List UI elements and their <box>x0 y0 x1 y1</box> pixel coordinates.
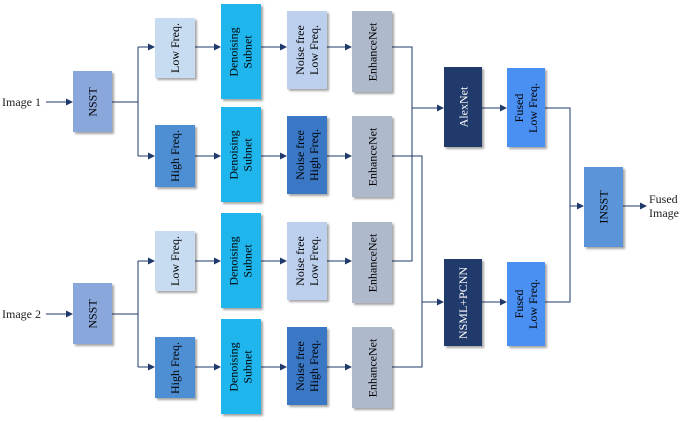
denoising-subnet-label: Denoising Subnet <box>227 235 255 286</box>
image-2-label: Image 2 <box>2 307 41 321</box>
nsst-label: NSST <box>85 298 100 329</box>
enhancenet-box-3: EnhanceNet <box>352 222 392 303</box>
high-freq-box-2: High Freq. <box>155 337 195 398</box>
low-freq-box-2: Low Freq. <box>155 231 195 291</box>
noise-free-low-box-1: Noise free Low Freq. <box>287 11 327 89</box>
fused-low-freq-box-1: Fused Low Freq. <box>507 68 545 147</box>
denoising-subnet-label: Denoising Subnet <box>227 26 255 77</box>
fused-image-label: Fused Image <box>649 192 679 220</box>
fused-low-freq-box-2: Fused Low Freq. <box>507 262 545 346</box>
nsst-box-2: NSST <box>73 283 112 344</box>
low-freq-label: Low Freq. <box>168 236 182 286</box>
low-freq-label: Low Freq. <box>168 23 182 73</box>
enhancenet-label: EnhanceNet <box>365 22 380 81</box>
high-freq-box-1: High Freq. <box>155 125 195 187</box>
denoising-subnet-box-2: Denoising Subnet <box>221 107 261 202</box>
noise-free-high-box-1: Noise free High Freq. <box>287 116 327 194</box>
enhancenet-box-1: EnhanceNet <box>352 11 392 92</box>
insst-label: INSST <box>596 190 611 224</box>
nsml-pcnn-label: NSML+PCNN <box>456 266 470 339</box>
denoising-subnet-box-3: Denoising Subnet <box>221 213 261 308</box>
insst-box: INSST <box>584 167 623 247</box>
noise-free-low-label: Noise free Low Freq. <box>293 236 321 286</box>
denoising-subnet-label: Denoising Subnet <box>227 341 255 392</box>
noise-free-high-label: Noise free High Freq. <box>293 340 321 392</box>
high-freq-label: High Freq. <box>168 130 182 182</box>
enhancenet-label: EnhanceNet <box>365 127 380 186</box>
fused-low-freq-label: Fused Low Freq. <box>512 279 540 329</box>
enhancenet-box-2: EnhanceNet <box>352 116 392 197</box>
low-freq-box-1: Low Freq. <box>155 18 195 78</box>
image-1-label: Image 1 <box>2 95 41 109</box>
enhancenet-box-4: EnhanceNet <box>352 327 392 408</box>
high-freq-label: High Freq. <box>168 341 182 394</box>
enhancenet-label: EnhanceNet <box>365 338 380 397</box>
noise-free-high-box-2: Noise free High Freq. <box>287 327 327 405</box>
denoising-subnet-box-4: Denoising Subnet <box>221 319 261 414</box>
denoising-subnet-box-1: Denoising Subnet <box>221 4 261 99</box>
noise-free-high-label: Noise free High Freq. <box>293 129 321 181</box>
fused-low-freq-label: Fused Low Freq. <box>512 82 540 133</box>
enhancenet-label: EnhanceNet <box>365 233 380 292</box>
noise-free-low-label: Noise free Low Freq. <box>293 25 321 75</box>
denoising-subnet-label: Denoising Subnet <box>227 129 255 180</box>
alexnet-box: AlexNet <box>444 67 482 147</box>
nsst-box-1: NSST <box>73 71 112 132</box>
noise-free-low-box-2: Noise free Low Freq. <box>287 222 327 300</box>
nsml-pcnn-box: NSML+PCNN <box>444 259 482 346</box>
nsst-label: NSST <box>85 86 100 117</box>
alexnet-label: AlexNet <box>456 86 470 128</box>
